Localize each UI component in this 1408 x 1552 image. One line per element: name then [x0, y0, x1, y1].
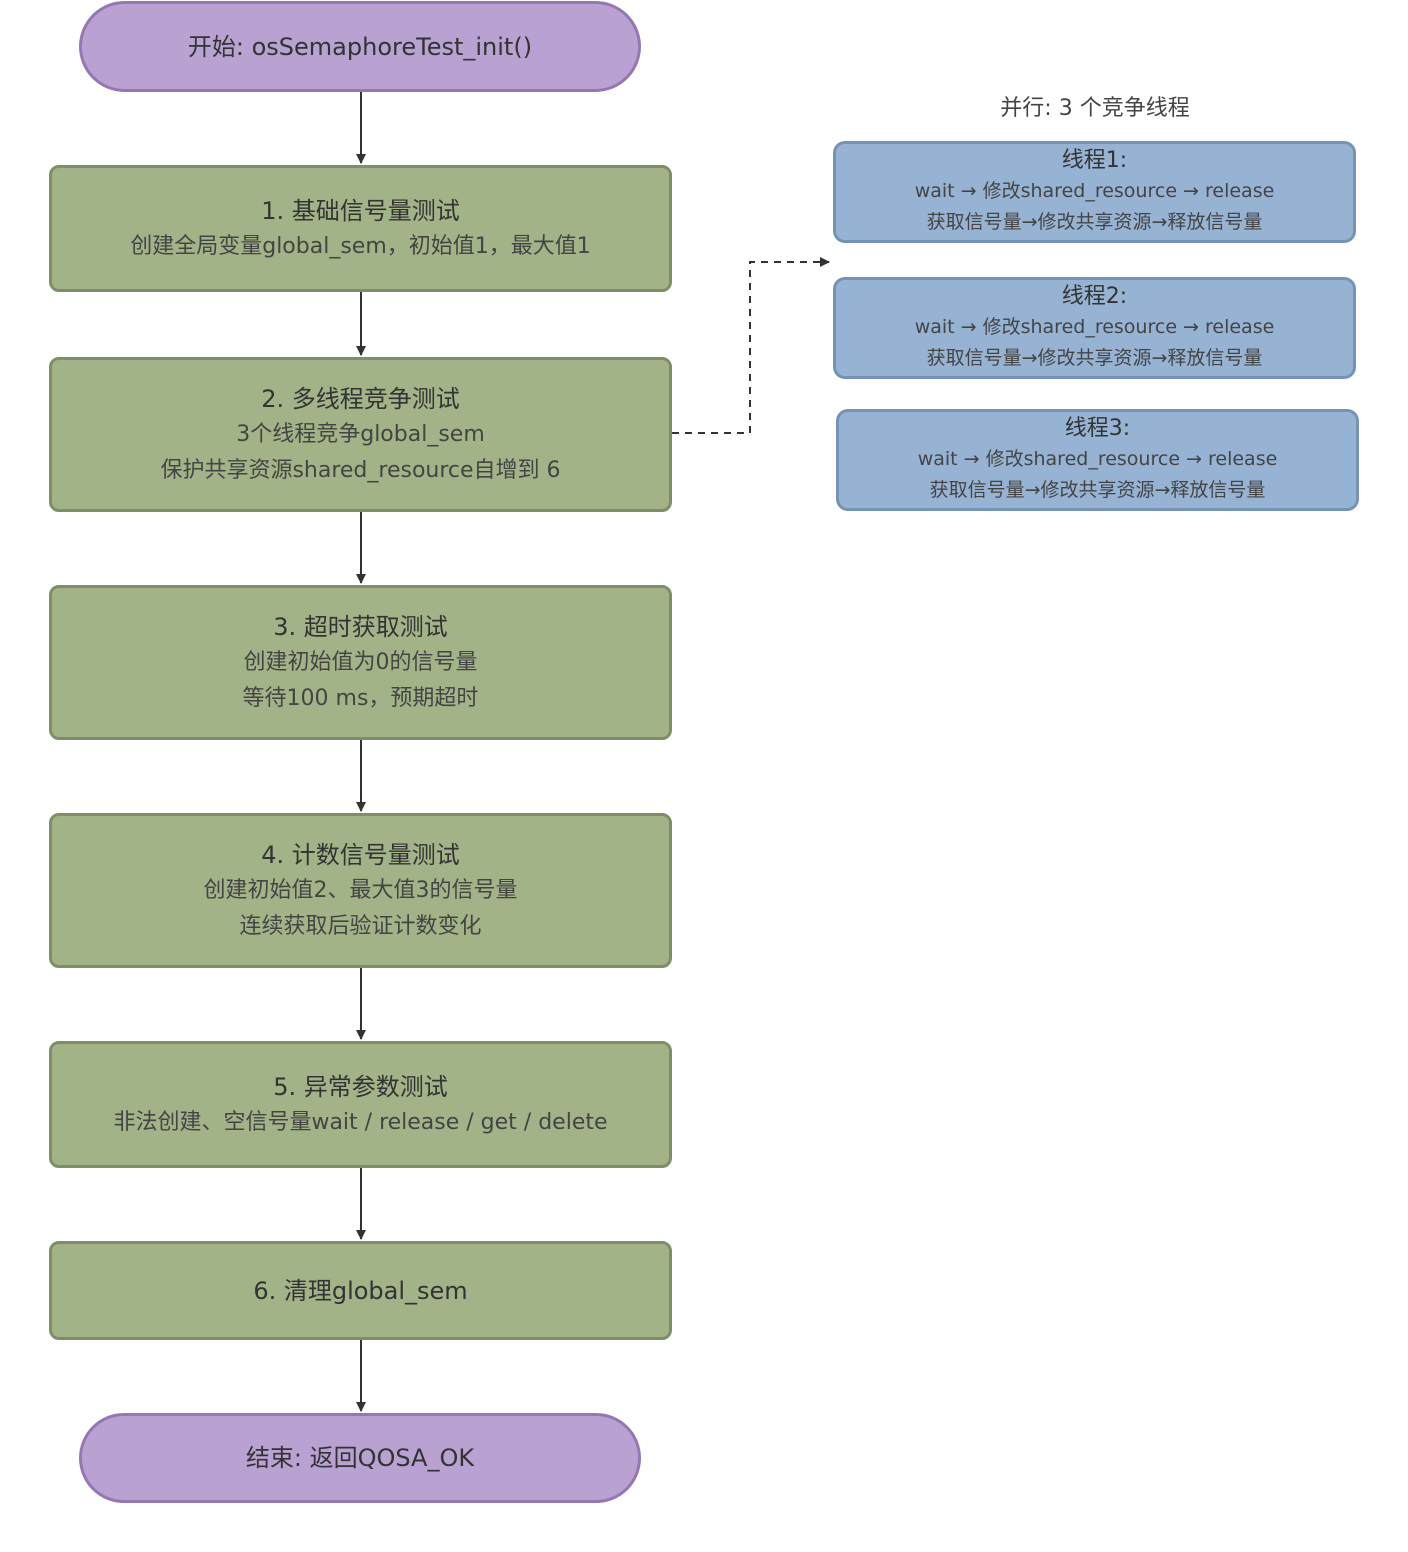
step-4-title: 4. 计数信号量测试: [261, 840, 460, 869]
thread-3-title: 线程3:: [1064, 416, 1131, 441]
step-2-line-2: 保护共享资源shared_resource自增到 6: [160, 457, 561, 483]
thread-1-box: 线程1: wait → 修改shared_resource → release …: [833, 141, 1356, 243]
step-2-line-1: 3个线程竞争global_sem: [236, 421, 485, 447]
thread-3-line-1: wait → 修改shared_resource → release: [917, 448, 1278, 470]
thread-1-line-2: 获取信号量→修改共享资源→释放信号量: [926, 211, 1263, 233]
parallel-group-label: 并行: 3 个竞争线程: [1000, 96, 1190, 121]
dashed-arrow-to-threads: [672, 257, 830, 434]
thread-2-line-1: wait → 修改shared_resource → release: [914, 316, 1275, 338]
thread-1-line-1: wait → 修改shared_resource → release: [914, 180, 1275, 202]
step-4-counting-test: 4. 计数信号量测试 创建初始值2、最大值3的信号量 连续获取后验证计数变化: [49, 813, 672, 968]
thread-2-line-2: 获取信号量→修改共享资源→释放信号量: [926, 347, 1263, 369]
thread-3-box: 线程3: wait → 修改shared_resource → release …: [836, 409, 1359, 511]
step-5-title: 5. 异常参数测试: [273, 1072, 448, 1101]
step-3-timeout-test: 3. 超时获取测试 创建初始值为0的信号量 等待100 ms，预期超时: [49, 585, 672, 740]
step-6-title: 6. 清理global_sem: [253, 1276, 468, 1305]
step-1-title: 1. 基础信号量测试: [261, 196, 460, 225]
end-node: 结束: 返回QOSA_OK: [79, 1413, 641, 1503]
step-3-line-2: 等待100 ms，预期超时: [242, 685, 479, 711]
step-1-basic-test: 1. 基础信号量测试 创建全局变量global_sem，初始值1，最大值1: [49, 165, 672, 292]
step-6-cleanup: 6. 清理global_sem: [49, 1241, 672, 1340]
thread-3-line-2: 获取信号量→修改共享资源→释放信号量: [929, 479, 1266, 501]
end-label: 结束: 返回QOSA_OK: [245, 1444, 475, 1472]
thread-1-title: 线程1:: [1061, 148, 1128, 173]
step-3-title: 3. 超时获取测试: [273, 612, 448, 641]
step-5-invalid-param-test: 5. 异常参数测试 非法创建、空信号量wait / release / get …: [49, 1041, 672, 1168]
step-1-line-1: 创建全局变量global_sem，初始值1，最大值1: [130, 233, 591, 259]
step-4-line-2: 连续获取后验证计数变化: [239, 913, 482, 939]
step-2-title: 2. 多线程竞争测试: [261, 384, 460, 413]
thread-2-title: 线程2:: [1061, 284, 1128, 309]
start-label: 开始: osSemaphoreTest_init(): [187, 32, 533, 61]
thread-2-box: 线程2: wait → 修改shared_resource → release …: [833, 277, 1356, 379]
step-3-line-1: 创建初始值为0的信号量: [243, 649, 478, 675]
step-5-line-1: 非法创建、空信号量wait / release / get / delete: [113, 1109, 608, 1135]
step-2-multithread-test: 2. 多线程竞争测试 3个线程竞争global_sem 保护共享资源shared…: [49, 357, 672, 512]
step-4-line-1: 创建初始值2、最大值3的信号量: [203, 877, 518, 903]
start-node: 开始: osSemaphoreTest_init(): [79, 1, 641, 92]
